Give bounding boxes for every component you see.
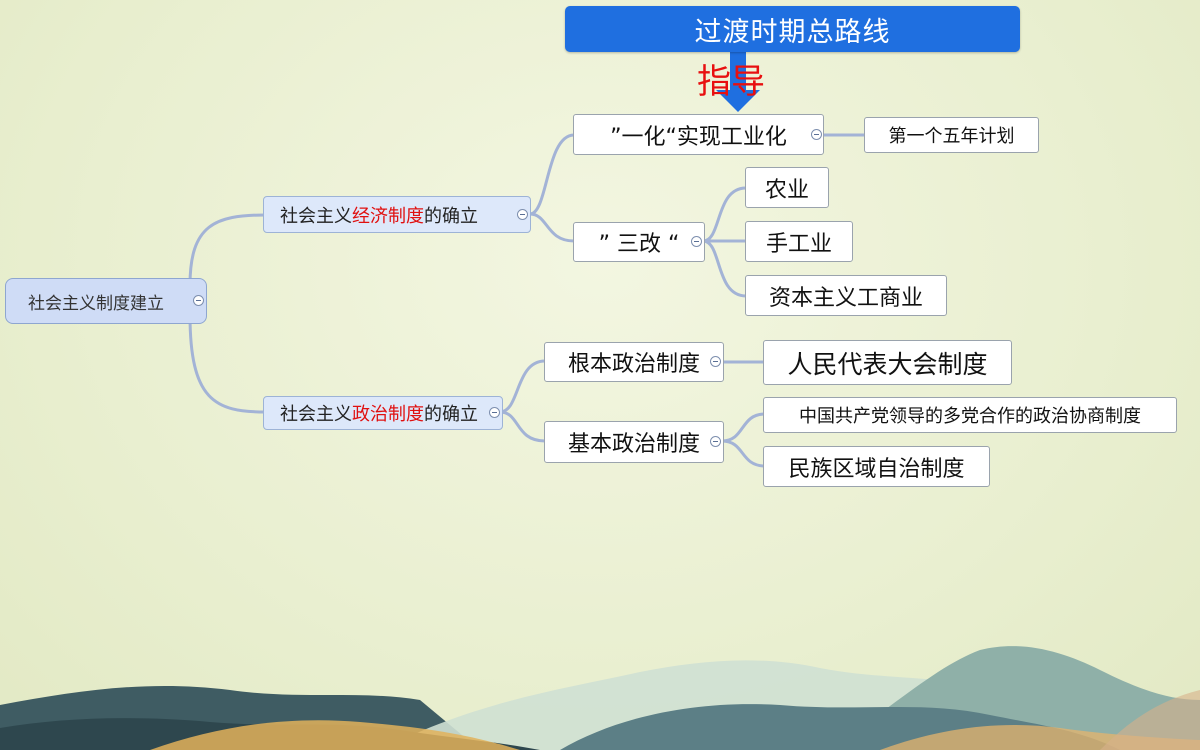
root-node-label: 社会主义制度建立 [28, 293, 164, 314]
three-reforms-label: ” 三改 “ [598, 232, 680, 257]
political-label-highlight: 政治制度 [352, 404, 424, 425]
capitalist-commerce-node[interactable]: 资本主义工商业 [745, 275, 947, 316]
political-label-prefix: 社会主义 [280, 404, 352, 425]
regional-autonomy-node[interactable]: 民族区域自治制度 [763, 446, 990, 487]
peoples-congress-label: 人民代表大会制度 [787, 349, 988, 379]
political-label-suffix: 的确立 [424, 404, 478, 425]
fundamental-political-system-label: 根本政治制度 [567, 352, 700, 377]
connector-root-economic [188, 213, 267, 287]
economic-label-highlight: 经济制度 [352, 205, 424, 227]
fundamental-political-system-node[interactable]: 根本政治制度 [544, 342, 724, 382]
basic-political-system-label: 基本政治制度 [567, 432, 700, 457]
peoples-congress-node[interactable]: 人民代表大会制度 [763, 340, 1012, 385]
industrialization-label: ”一化“实现工业化 [610, 124, 787, 150]
handicraft-label: 手工业 [765, 231, 832, 257]
economic-label-suffix: 的确立 [424, 205, 478, 227]
connector-reforms-agriculture [701, 186, 748, 243]
five-year-plan-label: 第一个五年计划 [888, 126, 1015, 147]
regional-autonomy-label: 民族区域自治制度 [788, 456, 965, 482]
collapse-icon[interactable] [811, 129, 822, 140]
collapse-icon[interactable] [517, 209, 528, 220]
banner-title: 过渡时期总路线 [694, 16, 891, 48]
root-node[interactable]: 社会主义制度建立 [5, 278, 207, 324]
basic-political-system-node[interactable]: 基本政治制度 [544, 421, 724, 463]
collapse-icon[interactable] [489, 407, 500, 418]
general-line-banner: 过渡时期总路线 [565, 6, 1020, 52]
connector-basic-regional [720, 439, 767, 468]
collapse-icon[interactable] [710, 436, 721, 447]
connector-root-political [188, 313, 267, 414]
industrialization-node[interactable]: ”一化“实现工业化 [573, 114, 824, 155]
multiparty-cooperation-label: 中国共产党领导的多党合作的政治协商制度 [799, 406, 1141, 427]
handicraft-node[interactable]: 手工业 [745, 221, 853, 262]
connector-basic-cpc [720, 412, 767, 443]
agriculture-label: 农业 [764, 177, 809, 203]
connector-economic-industrialization [528, 133, 576, 216]
collapse-icon[interactable] [193, 295, 204, 306]
guide-label: 指导 [697, 62, 765, 102]
connector-reforms-commerce [701, 239, 748, 298]
connector-political-basic [498, 410, 547, 443]
multiparty-cooperation-node[interactable]: 中国共产党领导的多党合作的政治协商制度 [763, 397, 1177, 433]
collapse-icon[interactable] [710, 356, 721, 367]
connector-economic-reforms [528, 212, 576, 243]
guide-arrow [716, 52, 760, 112]
economic-label-prefix: 社会主义 [280, 205, 352, 227]
agriculture-node[interactable]: 农业 [745, 167, 829, 208]
collapse-icon[interactable] [691, 236, 702, 247]
capitalist-commerce-label: 资本主义工商业 [768, 285, 923, 311]
three-reforms-node[interactable]: ” 三改 “ [573, 222, 705, 262]
five-year-plan-node[interactable]: 第一个五年计划 [864, 117, 1039, 153]
economic-system-node[interactable]: 社会主义经济制度的确立 [263, 196, 531, 233]
political-system-node[interactable]: 社会主义政治制度的确立 [263, 396, 503, 430]
mountain-landscape [0, 646, 1200, 750]
connector-political-fundamental [498, 359, 547, 414]
